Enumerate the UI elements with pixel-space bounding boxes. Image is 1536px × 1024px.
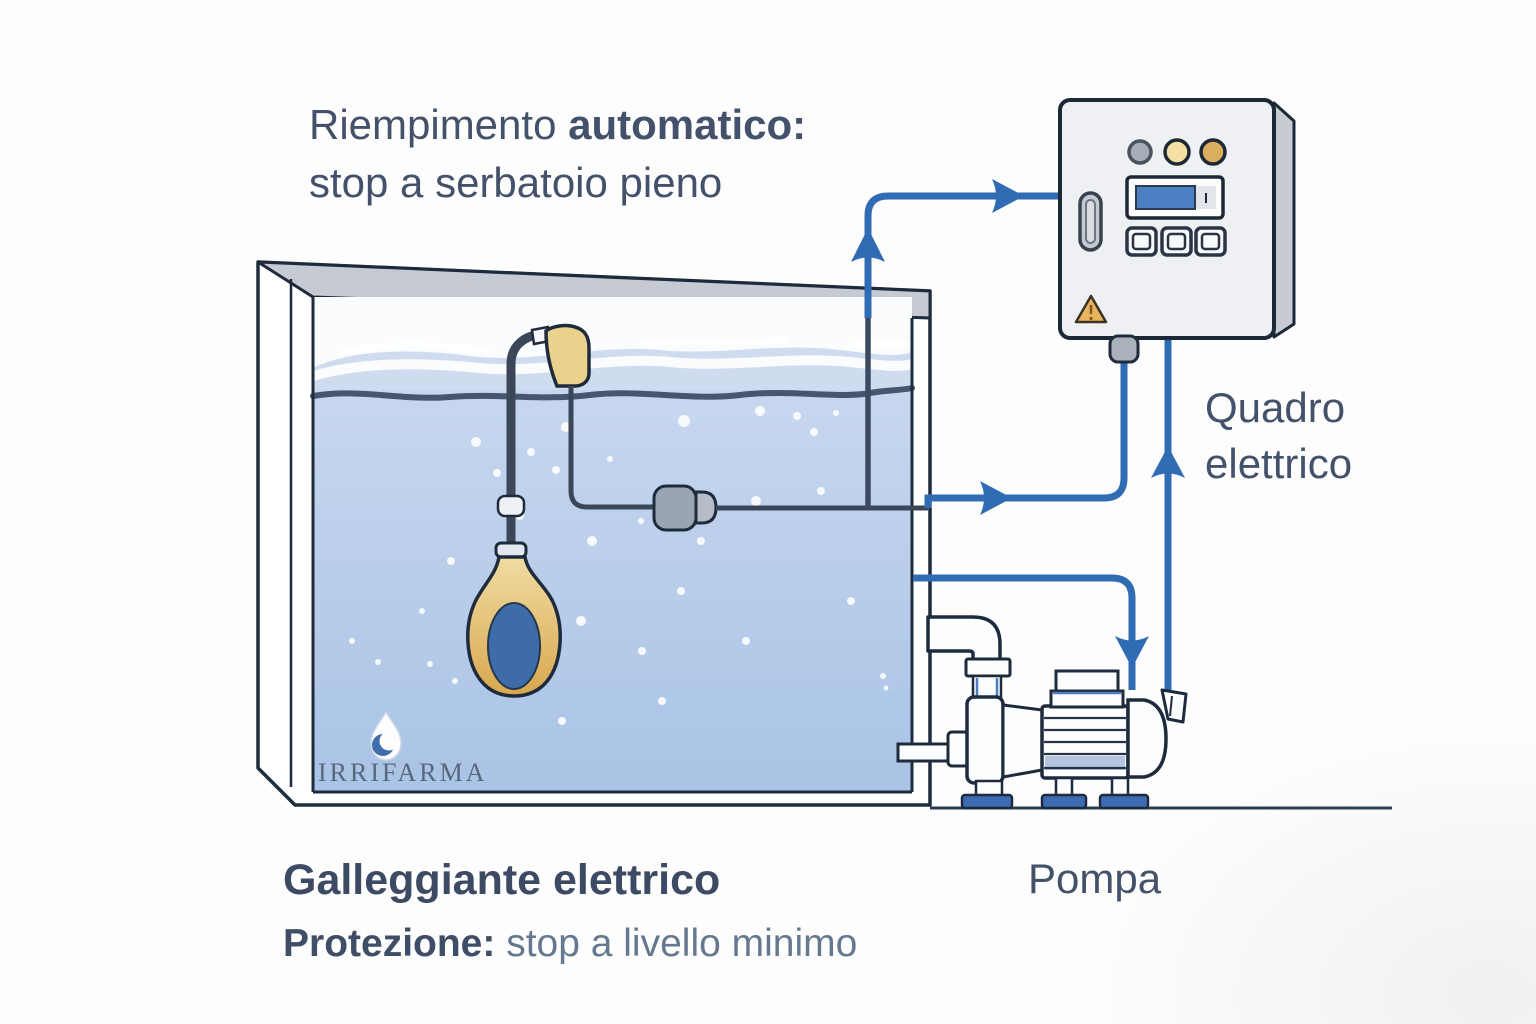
pump-foot <box>960 793 1014 810</box>
panel-button <box>1160 226 1193 257</box>
title-line-2: stop a serbatoio pieno <box>309 159 723 206</box>
arrow-up-icon <box>1151 446 1185 478</box>
pump-terminal <box>1160 688 1188 724</box>
title-emphasis: automatico: <box>568 101 807 148</box>
title-line-1: Riempimento automatico: <box>309 96 806 154</box>
float-panel <box>487 602 541 690</box>
cable-clamp <box>496 494 526 518</box>
cable-connector-nose <box>694 490 718 525</box>
panel-side <box>1272 101 1296 339</box>
protection-lead: Protezione: <box>283 922 496 965</box>
panel-cable-gland <box>1108 334 1140 364</box>
pump-casing <box>965 695 1005 785</box>
panel-button-inner <box>1131 232 1152 251</box>
panel-buttons <box>1125 226 1227 257</box>
cable-connector <box>652 484 698 532</box>
water <box>313 390 912 792</box>
indicator-light-yellow <box>1163 138 1191 166</box>
panel-button-inner <box>1166 232 1187 251</box>
pump-terminal-line <box>1169 695 1173 717</box>
arrow-down-icon <box>1115 636 1149 668</box>
control-panel <box>1058 98 1296 364</box>
pump-label: Pompa <box>1028 855 1162 902</box>
pipe-flange <box>964 657 1012 678</box>
panel-button-inner <box>1200 232 1221 251</box>
float-switch-label: Galleggiante elettrico <box>283 856 721 904</box>
panel-button <box>1125 226 1158 257</box>
motor-band <box>1045 756 1125 770</box>
arrow-right-icon <box>992 179 1024 213</box>
float-collar <box>494 541 528 559</box>
suction-pipe <box>896 742 954 763</box>
pump-foot <box>1098 793 1150 810</box>
title-lead: Riempimento <box>309 101 569 148</box>
protection-rest: stop a livello minimo <box>495 922 858 965</box>
water-drop-icon <box>370 710 402 761</box>
wave-highlight <box>311 355 914 381</box>
wire-tank-to-pump <box>913 574 1136 690</box>
wire-tank-to-panel <box>924 360 1128 508</box>
diagram-title: Riempimento automatico: stop a serbatoio… <box>309 96 806 212</box>
pipe-accent <box>975 678 999 698</box>
pump-leg <box>1054 776 1074 798</box>
panel-handle-inner <box>1085 199 1096 244</box>
pump-foot <box>1040 793 1088 810</box>
discharge-pipe-elbow <box>926 615 1002 663</box>
indicator-light-amber <box>1199 138 1227 166</box>
panel-button <box>1194 226 1227 257</box>
pump-leg <box>1110 776 1130 798</box>
motor-fins <box>1044 716 1126 770</box>
pump <box>896 615 1188 810</box>
arrow-up-icon <box>851 228 885 262</box>
indicator-light-gray <box>1127 139 1153 165</box>
panel-label: Quadro elettrico <box>1205 384 1353 487</box>
tank <box>256 260 932 807</box>
brand-logo-text: IRRIFARMA <box>318 758 488 787</box>
float-switch <box>466 316 928 698</box>
wiring <box>851 179 1185 690</box>
protection-note: Protezione: stop a livello minimo <box>283 922 857 966</box>
arrow-right-icon <box>980 481 1012 515</box>
wave-highlight-2 <box>339 336 913 356</box>
warning-triangle-icon <box>1074 294 1108 324</box>
float-hanger-cap <box>544 323 591 388</box>
terminal-box-lip <box>1049 689 1125 709</box>
signal-cable <box>568 386 656 510</box>
suction-flange <box>946 730 970 768</box>
pump-cone <box>1001 703 1044 779</box>
motor-end-bell <box>1126 698 1168 779</box>
panel-display-bar <box>1135 185 1196 210</box>
wire-float-to-panel <box>864 192 1058 318</box>
